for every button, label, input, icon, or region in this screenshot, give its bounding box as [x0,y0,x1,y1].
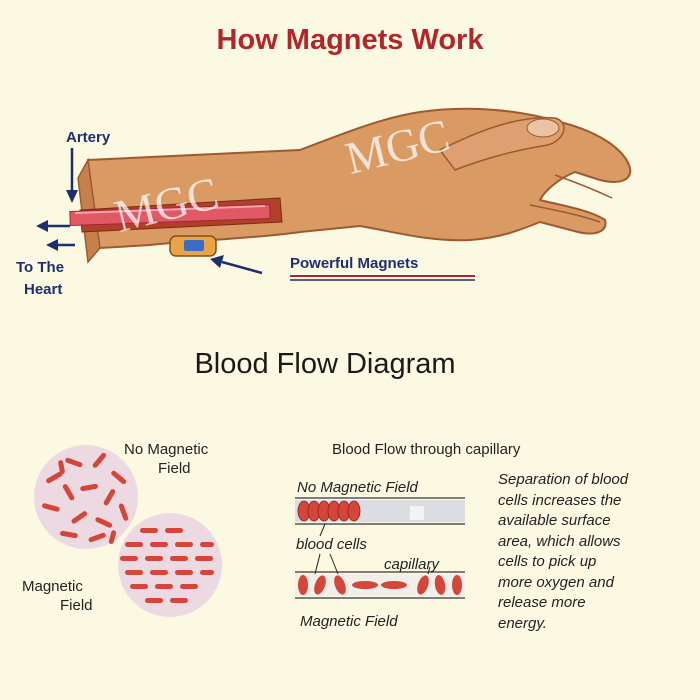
blood-circles [34,445,222,617]
to-heart-label-1: To The [16,259,65,276]
artery-label: Artery [66,129,111,146]
thumbnail [526,118,560,138]
capillary-diagram [295,497,465,599]
no-field-label-2: Field [158,460,191,477]
page-title: How Magnets Work [216,24,484,56]
magnets-label: Powerful Magnets [290,255,419,272]
description-line: more oxygen and [498,573,614,591]
description-line: cells to pick up [498,553,597,570]
artery [69,203,271,227]
clumped-cells [297,500,361,522]
description-line: energy. [498,614,547,632]
capillary-title: Blood Flow through capillary [332,441,521,458]
field-label-1: Magnetic [22,578,83,595]
section-subtitle: Blood Flow Diagram [194,348,456,380]
aligned-cells [120,528,214,603]
arm-illustration [36,107,632,281]
chaotic-cells [42,452,129,544]
description-line: release more [498,594,586,611]
field-label-2: Field [60,597,93,614]
description-line: available surface [498,512,611,529]
capillary-field-label: Magnetic Field [300,613,398,630]
blood-cells-label: blood cells [296,536,367,553]
description-line: cells increases the [498,491,622,509]
no-field-label-1: No Magnetic [124,441,209,458]
description: Separation of blood cells increases the … [498,470,688,634]
capillary-no-field-label: No Magnetic Field [297,479,418,496]
description-line: Separation of blood [498,471,629,488]
capillary-label: capillary [384,556,440,573]
to-heart-label-2: Heart [24,281,63,298]
description-line: area, which allows [498,532,621,550]
separated-cells [298,575,462,595]
